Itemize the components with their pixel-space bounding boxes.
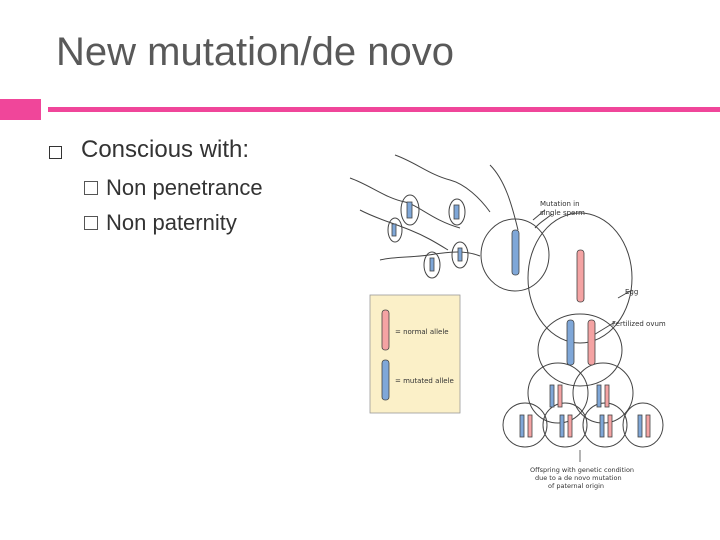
accent-bar-left xyxy=(0,99,41,120)
caption-line1: Offspring with genetic condition xyxy=(530,466,634,474)
sub-bullet-text: Non penetrance xyxy=(106,175,263,200)
sub-bullet-non-paternity: Non paternity xyxy=(84,210,237,236)
sub-bullet-text: Non paternity xyxy=(106,210,237,235)
label-mutation-line2: single sperm xyxy=(540,209,585,217)
sub-bullet-non-penetrance: Non penetrance xyxy=(84,175,263,201)
label-egg: Egg xyxy=(625,288,638,296)
accent-divider-line xyxy=(48,107,720,112)
de-novo-mutation-diagram: = normal allele = mutated allele Mutatio… xyxy=(340,150,675,490)
square-bullet-icon xyxy=(84,181,98,195)
label-mutation-line1: Mutation in xyxy=(540,200,580,208)
caption-line2: due to a de novo mutation xyxy=(535,474,622,482)
label-fertilized-ovum: Fertilized ovum xyxy=(612,320,666,328)
main-bullet-text: Conscious with: xyxy=(81,136,250,163)
square-bullet-icon xyxy=(84,216,98,230)
square-bullet-icon xyxy=(49,146,62,159)
legend-mutated-label: = mutated allele xyxy=(395,377,454,385)
legend-normal-label: = normal allele xyxy=(395,328,449,336)
caption-line3: of paternal origin xyxy=(548,482,604,490)
slide-title: New mutation/de novo xyxy=(56,30,455,74)
